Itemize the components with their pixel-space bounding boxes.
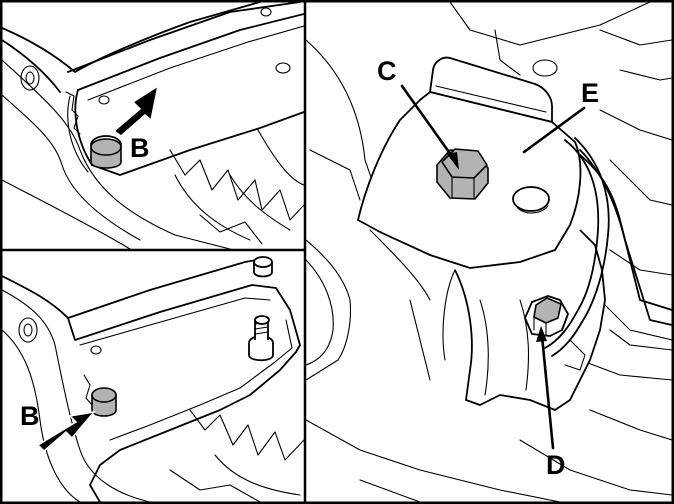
leader-e: [522, 106, 586, 154]
leader-d: [540, 334, 555, 450]
label-c: C: [377, 56, 397, 86]
arrowhead-c: [447, 152, 459, 170]
panel-right: [306, 2, 672, 502]
callout-d: D: [536, 326, 566, 480]
callout-b-top: B: [112, 84, 160, 163]
nut-d: [524, 295, 569, 337]
panel-bottom-left: [2, 256, 304, 502]
label-b-bottom: B: [20, 401, 40, 431]
label-b-top: B: [130, 133, 150, 163]
label-d: D: [546, 450, 566, 480]
arrow-b-top: [112, 84, 160, 137]
callout-e: E: [522, 78, 599, 154]
leader-c: [400, 84, 458, 164]
label-e: E: [581, 78, 599, 108]
arrow-b-bottom: [36, 410, 96, 453]
bolt-b-top: [90, 135, 122, 169]
bolt-c: [436, 148, 489, 200]
callout-c: C: [377, 56, 459, 170]
panel-top-left: [2, 2, 304, 249]
stud-bottom-left: [248, 315, 274, 362]
callout-b-bottom: B: [20, 401, 96, 453]
arrowhead-d: [536, 326, 547, 342]
bolt-b-bottom: [91, 387, 117, 417]
stud-top-bottom-left: [253, 256, 273, 278]
